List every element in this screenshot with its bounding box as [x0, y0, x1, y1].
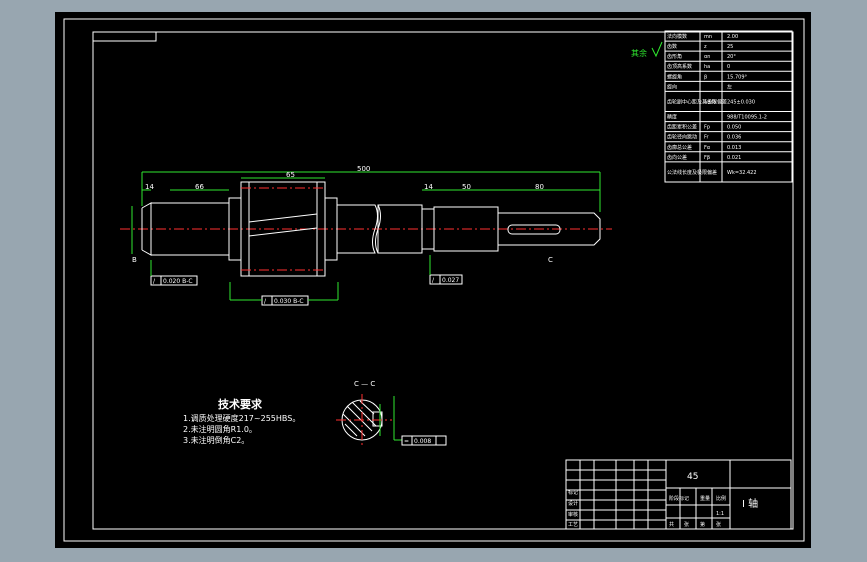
gear-table-sym: β — [704, 74, 707, 80]
tb-row-review: 审核 — [568, 511, 578, 518]
svg-text:0.020 B-C: 0.020 B-C — [163, 278, 193, 285]
gear-table-name: 旋向 — [667, 83, 677, 90]
svg-text:0.030 B-C: 0.030 B-C — [274, 298, 304, 305]
tech-requirement-2: 2.未注明圆角R1.0。 — [183, 424, 257, 434]
part-name: I 轴 — [742, 497, 758, 510]
svg-text:/: / — [432, 277, 435, 284]
tech-requirement-3: 3.未注明倒角C2。 — [183, 435, 249, 445]
gear-table-name: 齿轮副中心距及其极限偏差 — [667, 98, 727, 105]
stage-mark-label: 阶段标记 — [669, 495, 689, 502]
gear-table-sym: Fp — [704, 125, 710, 131]
gear-table-sym: Fr — [704, 135, 710, 141]
svg-text:/: / — [153, 278, 156, 285]
sheet-no-label: 第 — [700, 521, 705, 528]
section-view-cc — [336, 394, 402, 446]
gear-table-name: 法向模数 — [667, 33, 687, 40]
gear-table-val: 20° — [727, 54, 736, 60]
tolerance-frame-2: / 0.030 B-C — [229, 282, 339, 306]
gear-table-name: 齿顶高系数 — [667, 63, 692, 70]
corner-code-box — [92, 31, 157, 42]
gear-table-val: 0.036 — [727, 135, 741, 141]
weight-label: 重量 — [700, 495, 710, 502]
gear-table-name: 螺旋角 — [667, 73, 682, 80]
dim-right-shoulder: 14 — [424, 183, 433, 191]
svg-text:=: = — [404, 438, 409, 445]
gear-table-sym: Fα — [704, 145, 711, 151]
cad-viewport[interactable] — [55, 12, 811, 548]
sheet-unit-label-2: 张 — [716, 521, 721, 528]
svg-text:0.027: 0.027 — [442, 277, 459, 284]
gear-table-name: 齿数 — [667, 43, 677, 50]
gear-table-sym: z — [704, 44, 707, 50]
gear-table-val: 0.050 — [727, 125, 741, 131]
dim-step-length: 50 — [462, 183, 471, 191]
gear-table-val: Wk=32.422 — [727, 170, 757, 176]
title-block — [565, 459, 792, 530]
material-value: 45 — [687, 472, 698, 482]
gear-table-name: 齿距累积公差 — [667, 124, 697, 131]
tech-requirement-1: 1.调质处理硬度217~255HBS。 — [183, 413, 300, 423]
tb-row-mark: 标记 — [568, 489, 578, 496]
scale-label: 比例 — [716, 495, 726, 502]
gear-table-sym: mn — [704, 34, 712, 40]
svg-text:0.008: 0.008 — [414, 438, 431, 445]
dimension-lines — [131, 171, 601, 254]
gear-table-val: 0.021 — [727, 155, 741, 161]
tech-requirements-title: 技术要求 — [218, 397, 263, 411]
gear-table-val: 左 — [727, 83, 732, 90]
sheet-unit-label-1: 张 — [684, 521, 689, 528]
sheet-inner-border — [92, 31, 794, 530]
tb-row-process: 工艺 — [568, 522, 578, 528]
svg-text:/: / — [264, 298, 267, 305]
gear-table-name: 齿向公差 — [667, 154, 687, 161]
gear-table-name: 齿廓总公差 — [667, 144, 692, 151]
gear-table-val: 245±0.030 — [727, 99, 755, 105]
tolerance-frame-4: = 0.008 — [401, 435, 447, 446]
tolerance-frame-3: / 0.027 — [429, 255, 463, 285]
gear-table-name: 齿形角 — [667, 53, 682, 60]
gear-table-sym: a±fa — [704, 99, 716, 105]
gear-parameter-table: 法向模数 mn 2.00 齿数 z 25 齿形角 αn 20° 齿顶高系数 ha 0 螺旋角 β 15.70… — [664, 30, 793, 183]
dim-gear-width: 65 — [286, 171, 295, 179]
tolerance-frame-1: / 0.020 B-C — [150, 260, 198, 286]
roughness-symbol-icon — [651, 41, 663, 58]
gear-table-val: 15.709° — [727, 74, 747, 80]
sheet-outer-border — [63, 18, 805, 542]
dim-keyway-length: 80 — [535, 183, 544, 191]
gear-table-sym: αn — [704, 54, 710, 60]
shaft-outline — [141, 181, 601, 277]
gear-table-val: 988/T10095.1-2 — [727, 115, 767, 121]
gear-table-sym: ha — [704, 64, 710, 70]
roughness-note: 其余 — [631, 48, 647, 58]
dim-bearing-seat: 66 — [195, 183, 204, 191]
dim-left-shoulder: 14 — [145, 183, 154, 191]
gear-table-sym: Fβ — [704, 155, 710, 161]
gear-table-val: 25 — [727, 44, 733, 50]
section-view-label: C — C — [354, 380, 375, 388]
gear-table-val: 0 — [727, 64, 730, 70]
gear-table-name: 公法线长度及极限偏差 — [667, 169, 717, 176]
tb-row-design: 设计 — [568, 500, 578, 507]
datum-c-label: C — [548, 256, 553, 264]
gear-table-name: 精度 — [667, 114, 677, 121]
datum-b-label: B — [132, 256, 137, 264]
gear-table-name: 齿轮径向跳动 — [667, 134, 697, 141]
gear-table-val: 0.013 — [727, 145, 741, 151]
gear-table-val: 2.00 — [727, 34, 738, 40]
scale-value: 1:1 — [716, 511, 724, 517]
sheet-total-label: 共 — [669, 521, 674, 528]
dim-overall-length: 500 — [357, 165, 370, 173]
